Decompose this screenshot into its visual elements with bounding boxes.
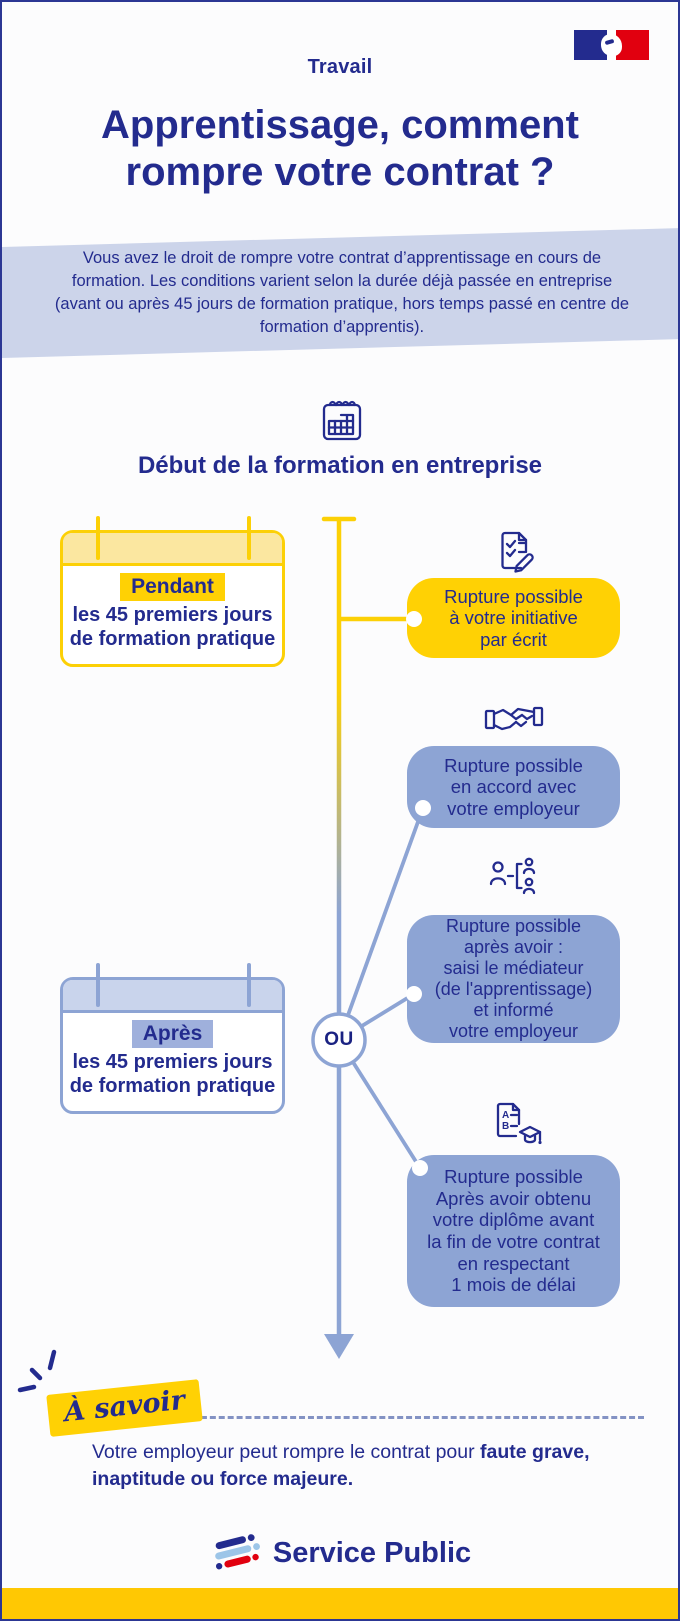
card-pendant-text: les 45 premiers jours de formation prati… xyxy=(69,604,276,651)
intro-text: Vous avez le droit de rompre votre contr… xyxy=(54,249,630,336)
a-savoir-badge: À savoir xyxy=(46,1379,204,1437)
bubble-mediateur: Rupture possible après avoir : saisi le … xyxy=(407,915,620,1043)
handshake-icon xyxy=(407,700,620,742)
calendar-ring xyxy=(96,516,100,560)
bubble-accord: Rupture possible en accord avec votre em… xyxy=(407,746,620,828)
bubble-diplome: Rupture possible Après avoir obtenu votr… xyxy=(407,1155,620,1307)
section-heading: Début de la formation en entreprise xyxy=(137,452,543,479)
calendar-ring xyxy=(96,963,100,1007)
note-text-bold: faute grave, inaptitude ou force majeure xyxy=(92,1441,590,1490)
card-tag-pendant: Pendant xyxy=(120,573,225,601)
dashed-divider xyxy=(192,1416,644,1419)
mediator-people-icon xyxy=(407,854,620,898)
note-text: Votre employeur peut rompre le contrat p… xyxy=(92,1439,597,1493)
note-text-period: . xyxy=(347,1467,354,1490)
svg-text:B: B xyxy=(502,1121,509,1132)
card-apres: Après les 45 premiers jours de formation… xyxy=(60,963,285,1114)
bubble-initiative: Rupture possible à votre initiative par … xyxy=(407,578,620,658)
svg-text:A: A xyxy=(502,1110,509,1121)
diploma-document-icon: A B xyxy=(407,1098,620,1148)
bottom-yellow-band xyxy=(2,1588,678,1619)
sparkle-icon xyxy=(14,1346,62,1403)
card-tag-apres: Après xyxy=(131,1020,214,1048)
or-label: OU xyxy=(324,1029,354,1050)
calendar-ring xyxy=(247,516,251,560)
brand-name: Service Public xyxy=(272,1536,472,1569)
service-public-logo: Service Public xyxy=(2,1529,678,1577)
category-label: Travail xyxy=(307,56,373,78)
flag-marianne xyxy=(601,30,622,60)
calendar-icon xyxy=(319,394,365,451)
service-public-stripes-icon xyxy=(215,1534,260,1570)
note-text-normal: Votre employeur peut rompre le contrat p… xyxy=(92,1441,481,1463)
card-apres-text: les 45 premiers jours de formation prati… xyxy=(69,1051,276,1098)
calendar-ring xyxy=(247,963,251,1007)
intro-band: Vous avez le droit de rompre votre contr… xyxy=(2,228,680,358)
arrow-down-icon xyxy=(324,1334,354,1359)
card-pendant: Pendant les 45 premiers jours de formati… xyxy=(60,516,285,667)
french-government-flag xyxy=(574,30,649,60)
page-title: Apprentissage, comment rompre votre cont… xyxy=(101,103,579,195)
document-check-pencil-icon xyxy=(407,526,620,578)
